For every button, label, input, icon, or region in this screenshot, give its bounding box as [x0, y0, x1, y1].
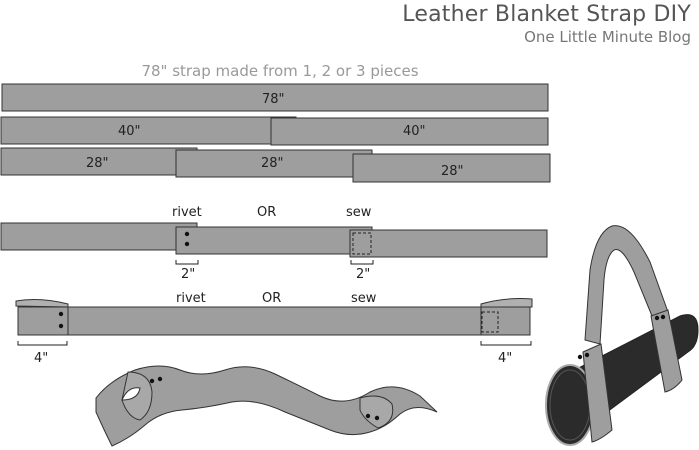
sew-box: [352, 232, 372, 255]
join-or-label: OR: [257, 205, 276, 220]
sew-overlap-length: 2": [356, 267, 370, 282]
page-subtitle: One Little Minute Blog: [524, 28, 691, 46]
two-piece-strap: 40" 40": [0, 116, 549, 146]
folded-ends-strap: rivet OR sew 4" 4": [15, 291, 533, 366]
rivet-dot: [157, 376, 163, 382]
rivet-dot: [584, 352, 590, 358]
joined-strap: rivet OR sew 2" 2": [0, 205, 548, 282]
page-title: Leather Blanket Strap DIY: [402, 2, 691, 27]
rivet-overlap-length: 2": [181, 267, 195, 282]
rivet-dot: [654, 315, 660, 321]
two-piece-segment-a: [0, 116, 297, 145]
three-piece-length-a: 28": [86, 156, 109, 171]
ends-rivet-label: rivet: [176, 291, 206, 306]
three-piece-strap: 28" 28" 28": [0, 147, 551, 183]
two-piece-segment-b: [270, 117, 549, 146]
rivet-dot: [365, 413, 371, 419]
three-piece-length-b: 28": [261, 156, 284, 171]
rivet-dot: [184, 231, 190, 237]
rivet-dot: [58, 323, 64, 329]
three-piece-segment-c: [352, 153, 551, 183]
loose-strap-illustration: [95, 365, 438, 447]
ends-or-label: OR: [262, 291, 281, 306]
pieces-caption: 78" strap made from 1, 2 or 3 pieces: [141, 62, 419, 80]
join-rivet-label: rivet: [172, 205, 202, 220]
rivet-dot: [660, 314, 666, 320]
three-piece-segment-a: [0, 147, 198, 176]
sew-box: [481, 311, 499, 333]
rivet-dot: [58, 311, 64, 317]
three-piece-length-c: 28": [441, 164, 464, 179]
two-piece-length-b: 40": [403, 124, 426, 139]
rivet-dot: [577, 354, 583, 360]
right-fold-length: 4": [498, 351, 512, 366]
one-piece-length: 78": [262, 92, 285, 107]
rivet-dot: [184, 241, 190, 247]
left-fold-length: 4": [34, 351, 48, 366]
rivet-dot: [149, 378, 155, 384]
join-sew-label: sew: [346, 205, 372, 220]
rivet-dot: [374, 415, 380, 421]
one-piece-strap: 78": [1, 83, 549, 112]
two-piece-length-a: 40": [118, 124, 141, 139]
ends-sew-label: sew: [351, 291, 377, 306]
rolled-blanket-illustration: [545, 225, 699, 446]
